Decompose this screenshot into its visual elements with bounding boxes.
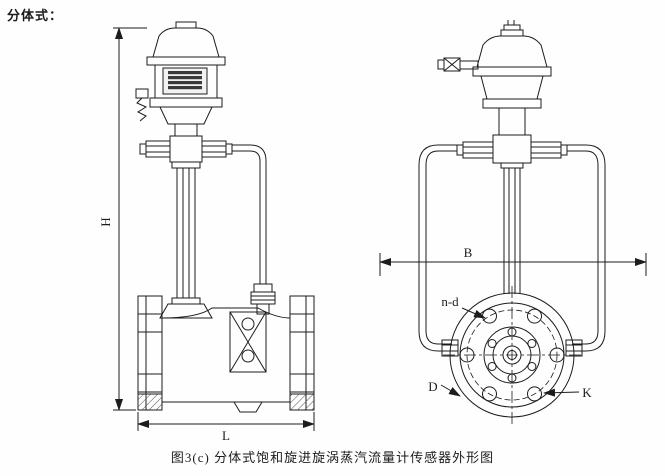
impulse-tube-left bbox=[418, 144, 457, 352]
flange-face bbox=[443, 286, 581, 424]
outer-diameter-label: D bbox=[428, 379, 437, 394]
front-actuator bbox=[472, 20, 552, 136]
dimension-width: B bbox=[379, 245, 647, 276]
indicator-window bbox=[168, 71, 202, 90]
valve-body bbox=[137, 295, 315, 413]
vortex-internals bbox=[229, 311, 267, 373]
impulse-tube bbox=[232, 144, 267, 284]
actuator-body bbox=[149, 64, 223, 108]
figure-caption: 图3(c) 分体式饱和旋进旋涡蒸汽流量计传感器外形图 bbox=[170, 450, 495, 465]
actuator-base bbox=[159, 106, 213, 125]
bolt-holes bbox=[459, 308, 565, 402]
bolt-circle-label: K bbox=[582, 385, 592, 400]
front-coupling bbox=[456, 134, 568, 164]
split-type-label: 分体式： bbox=[7, 8, 64, 23]
extension-stem bbox=[171, 161, 201, 305]
dim-height-label: H bbox=[98, 217, 113, 226]
dimension-height: H bbox=[98, 27, 147, 411]
dimension-outer-diameter: D bbox=[428, 379, 461, 397]
hub-bolt-circles bbox=[487, 327, 537, 383]
bolt-holes-label: n-d bbox=[441, 294, 459, 309]
dimension-length: L bbox=[137, 412, 315, 443]
actuator-neck bbox=[174, 123, 198, 137]
tube-connector bbox=[250, 283, 276, 315]
left-view-side-drawing: H L bbox=[98, 21, 315, 443]
valve-bonnet bbox=[159, 303, 213, 319]
impulse-tube-right bbox=[567, 144, 606, 352]
cable-coil bbox=[135, 88, 149, 122]
dim-width-label: B bbox=[464, 245, 473, 260]
front-stem bbox=[500, 162, 524, 294]
cable-gland bbox=[437, 57, 479, 72]
dim-length-label: L bbox=[222, 428, 230, 443]
dimension-bolt-circle: K bbox=[543, 385, 592, 400]
stem-coupling bbox=[139, 135, 233, 163]
actuator-top-cap bbox=[146, 21, 226, 66]
annotation-bolt-holes: n-d bbox=[441, 294, 486, 319]
right-view-front-drawing: B n-d D K bbox=[379, 20, 647, 424]
